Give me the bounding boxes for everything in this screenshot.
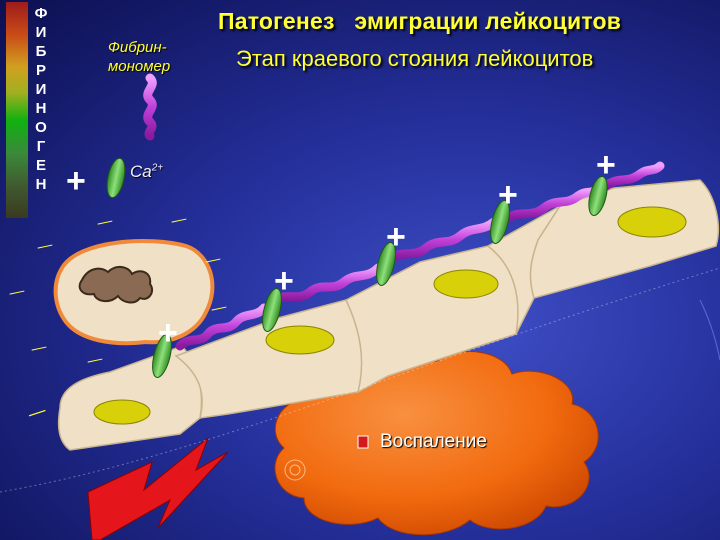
receptor-4 [490,200,510,244]
plus-sign-6: + [596,146,616,184]
fibrin-monomer-label: Фибрин- мономер [108,38,198,76]
plus-sign-1: + [66,162,86,200]
receptor-ca [106,157,126,199]
leukocyte [53,239,215,346]
fibrinogen-band [6,2,28,218]
lightning-bolt [87,436,229,540]
plus-sign-5: + [498,176,518,214]
minus-sign-3: _ [31,219,53,252]
fibrin-monomer-label-line2: мономер [108,58,171,75]
minus-sign-4: _ [199,233,221,266]
minus-sign-1: _ [91,195,113,228]
fibrin-strand-5 [601,161,665,191]
receptor-2 [262,288,282,332]
fibrinogen-letter-4: Р [35,62,46,79]
calcium-ion-label: Ca2+ [130,162,163,182]
fibrin-strand-1 [175,303,269,351]
endothelial-nucleus-1 [93,399,151,425]
receptor-1 [152,334,172,378]
minus-signs: _ _ _ _ _ _ _ _ _ [3,193,227,420]
minus-sign-2: _ [165,193,187,226]
fibrinogen-letter-10: Н [35,176,47,193]
plus-sign-4: + [386,218,406,256]
fibrinogen-letter-9: Е [35,157,46,174]
fibrin-strand-3 [387,217,499,263]
endothelial-cell-5 [529,179,719,299]
vessel-wall-line [0,267,720,493]
fibrin-monomer-label-line1: Фибрин- [108,39,167,56]
endothelial-nucleus-3 [433,269,499,299]
slide-subtitle: Этап краевого стояния лейкоцитов [236,46,594,71]
minus-sign-9: _ [19,383,46,420]
receptor-5 [588,175,608,217]
leukocyte-nucleus [78,266,154,304]
plus-sign-3: + [274,262,294,300]
inflammation-bullet-icon [357,435,369,449]
inflammation-label: Воспаление [380,431,487,452]
fibrinogen-letter-5: И [35,81,47,98]
charges: + + + + + + [66,146,616,352]
fibrin-monomer [143,73,157,141]
receptor-3 [376,242,396,286]
plus-sign-2: + [158,314,178,352]
endothelial-cell-1 [57,345,203,451]
minus-sign-8: _ [81,333,103,366]
endothelial-nucleus-4 [617,206,687,238]
fibrinogen-letter-3: Б [35,43,47,60]
slide-title: Патогенез эмиграции лейкоцитов [218,8,622,34]
fibrinogen-letter-8: Г [36,138,46,155]
fibrin-strand-4 [503,185,601,223]
receptors [106,157,608,378]
bg-curve-right [699,299,720,361]
fibrinogen-letter-6: Н [35,100,47,117]
fibrin-chain [143,73,665,351]
minus-sign-5: _ [3,265,25,298]
calcium-charge: 2+ [151,162,164,174]
endothelial-nucleus-2 [265,325,335,355]
fibrinogen-letter-7: О [35,119,47,136]
minus-sign-6: _ [205,281,227,314]
fibrinogen-letter-1: Ф [34,5,48,22]
calcium-symbol: Ca [130,162,152,181]
endothelium [57,179,719,451]
minus-sign-7: _ [25,321,47,354]
fibrinogen-letter-2: И [35,24,47,41]
fibrin-strand-2 [271,263,383,305]
